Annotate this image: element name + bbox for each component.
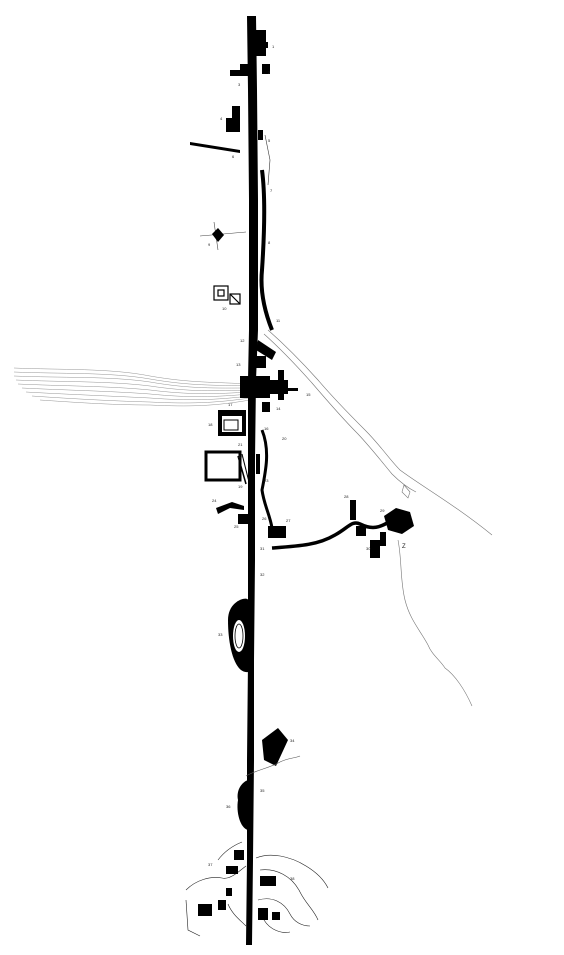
ferry-lanes: [13, 367, 251, 407]
pavilion-building: [213, 285, 241, 305]
label-38: 38: [290, 876, 295, 881]
south-district: [185, 841, 329, 937]
label-10: 10: [222, 306, 227, 311]
label-14: 14: [276, 406, 281, 411]
label-5: 5: [268, 138, 271, 143]
label-32: 32: [260, 572, 265, 577]
label-31: 31: [260, 546, 265, 551]
crossing-node: [199, 221, 247, 251]
label-30: 30: [366, 546, 371, 551]
label-20: 20: [282, 436, 287, 441]
label-27: 27: [286, 518, 291, 523]
courtyard-plaza: [204, 450, 260, 487]
label-33: 33: [218, 632, 223, 637]
svg-text:Z: Z: [402, 544, 406, 550]
east-road: [259, 134, 393, 550]
south-bulge: [237, 780, 248, 830]
label-11: 11: [276, 318, 281, 323]
harbour-hub: [240, 340, 298, 412]
label-18: 18: [208, 422, 213, 427]
label-16: 16: [264, 426, 269, 431]
label-28: 28: [344, 494, 349, 499]
north-marker: Z: [402, 544, 406, 550]
station-block: [218, 410, 246, 436]
label-12: 12: [240, 338, 245, 343]
label-6: 6: [232, 154, 235, 159]
east-campus: [350, 500, 414, 558]
north-buildings: [190, 30, 270, 153]
label-34: 34: [290, 738, 295, 743]
label-17: 17: [228, 402, 233, 407]
label-36: 36: [226, 804, 231, 809]
number-labels: 1 2 3 4 5 6 7 8 9 10 11 12 13 14 15 16 1…: [208, 44, 385, 881]
south-path: [245, 755, 301, 777]
label-35: 35: [260, 788, 265, 793]
label-2: 2: [268, 70, 271, 75]
south-building: [262, 728, 288, 766]
label-19: 19: [238, 484, 243, 489]
label-1: 1: [272, 44, 275, 49]
main-corridor: [246, 16, 258, 945]
label-22: 22: [238, 454, 243, 459]
label-29: 29: [380, 508, 385, 513]
label-23: 23: [264, 478, 269, 483]
label-7: 7: [270, 188, 273, 193]
label-25: 25: [234, 524, 239, 529]
label-8: 8: [268, 240, 271, 245]
label-13: 13: [236, 362, 241, 367]
label-21: 21: [238, 442, 243, 447]
label-15: 15: [306, 392, 311, 397]
coastline: [263, 329, 493, 707]
label-4: 4: [220, 116, 223, 121]
label-9: 9: [208, 242, 211, 247]
stadium: [228, 598, 248, 673]
label-24: 24: [212, 498, 217, 503]
west-buildings: [216, 502, 286, 538]
label-37: 37: [208, 862, 213, 867]
label-3: 3: [238, 82, 241, 87]
label-26: 26: [262, 516, 267, 521]
